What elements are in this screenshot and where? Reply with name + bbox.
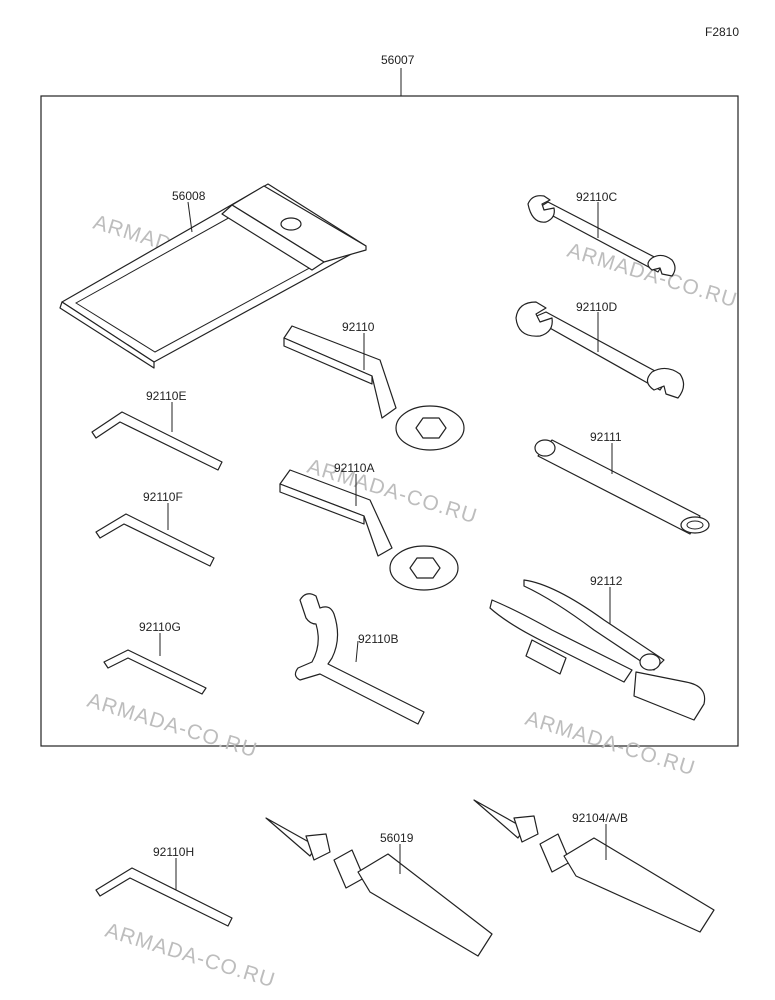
wrench-92110d xyxy=(515,301,685,399)
label-92104: 92104/A/B xyxy=(572,811,628,825)
label-56019: 56019 xyxy=(380,831,414,845)
watermark-4: ARMADA-CO.RU xyxy=(85,689,261,763)
label-92110e: 92110E xyxy=(146,389,186,403)
label-92110f: 92110F xyxy=(143,490,183,504)
ring-wrench-92110 xyxy=(283,325,465,451)
figure-code: F2810 xyxy=(705,25,739,39)
tool-bag-56008 xyxy=(59,183,367,369)
label-92112: 92112 xyxy=(590,574,623,588)
watermark-6: ARMADA-CO.RU xyxy=(103,919,279,993)
label-92110h: 92110H xyxy=(153,845,194,859)
label-92110d: 92110D xyxy=(576,300,617,314)
label-92110b: 92110B xyxy=(358,632,398,646)
label-92110: 92110 xyxy=(342,320,375,334)
label-92110g: 92110G xyxy=(139,620,181,634)
spanner-92110b xyxy=(294,593,425,725)
label-92110a: 92110A xyxy=(334,461,374,475)
label-92111: 92111 xyxy=(590,430,622,444)
label-92110c: 92110C xyxy=(576,190,617,204)
grease-tube-92104 xyxy=(473,799,715,933)
hex-key-92110h xyxy=(95,858,233,927)
kit-frame xyxy=(40,95,739,747)
wrench-92110c xyxy=(527,195,676,277)
kit-label: 56007 xyxy=(381,53,415,67)
label-56008: 56008 xyxy=(172,189,206,203)
handle-92111 xyxy=(534,439,710,535)
hex-key-92110e xyxy=(91,402,223,471)
grease-tube-56019 xyxy=(265,817,493,957)
ring-wrench-92110a xyxy=(279,469,459,591)
hex-key-92110f xyxy=(95,503,215,567)
hex-key-92110g xyxy=(103,633,207,695)
pliers-92112 xyxy=(489,579,706,721)
watermark-5: ARMADA-CO.RU xyxy=(523,707,699,781)
